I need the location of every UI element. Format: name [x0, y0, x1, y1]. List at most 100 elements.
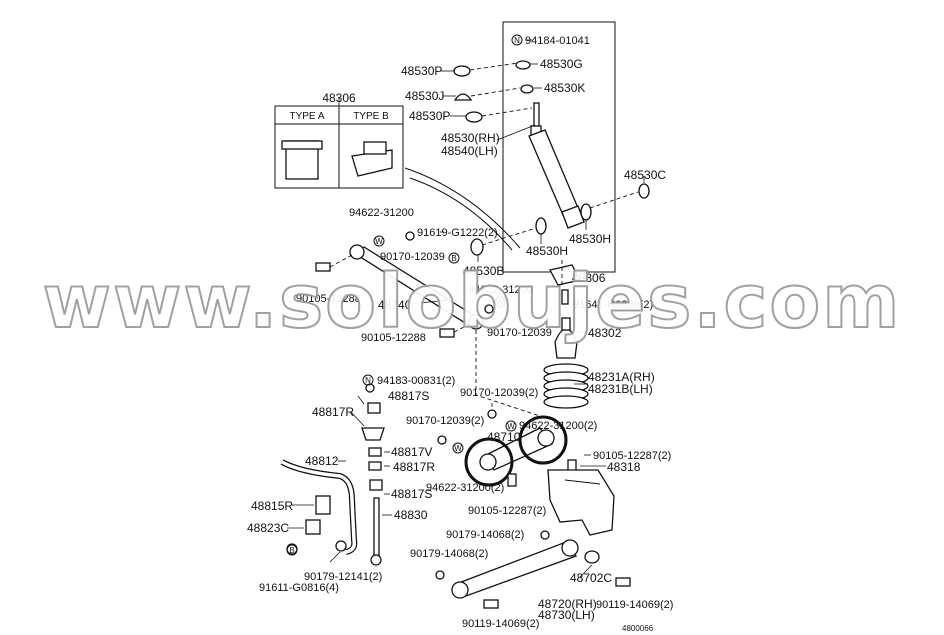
part-label: 48306 — [572, 271, 606, 285]
stabilizer-bar — [280, 459, 358, 555]
leader-lines — [287, 39, 645, 578]
part-label: 48823C — [247, 521, 289, 535]
part-label: 48702C — [570, 571, 612, 585]
bushing-48530h-left — [535, 217, 547, 235]
figure-code: 4800066 — [622, 624, 654, 633]
part-label: 48710 — [487, 430, 521, 444]
symbol-w-3 — [505, 420, 517, 432]
body-line — [404, 167, 521, 249]
part-label: 48302 — [588, 326, 622, 340]
symbol-w-4 — [452, 442, 464, 454]
part-label: 48812 — [305, 454, 339, 468]
symbols: N W B W N W W B — [286, 34, 523, 556]
symbol-w-1 — [373, 235, 385, 247]
part-label: 90170-12039(2) — [460, 387, 538, 399]
type-box-ref-label: 48306 — [322, 91, 356, 105]
symbol-w-text-4: W — [454, 444, 462, 453]
collar-48530k — [520, 84, 534, 94]
washer-48530c — [638, 183, 650, 199]
symbol-n-text-2: N — [365, 376, 371, 385]
part-label: 48530P — [409, 109, 450, 123]
part-label: 90179-14068(2) — [446, 529, 524, 541]
symbol-w-text-1: W — [375, 237, 383, 246]
symbol-n-1 — [511, 34, 523, 46]
part-label: 48530H — [569, 232, 611, 246]
part-label: 48817S — [388, 389, 429, 403]
part-label: 48530P — [401, 64, 442, 78]
lateral-rod-bushing-right — [468, 314, 484, 330]
part-label: 48830 — [394, 508, 428, 522]
part-label: 48318 — [607, 460, 641, 474]
part-label: 48815R — [251, 499, 293, 513]
part-label: 90105-12287(2) — [593, 450, 671, 462]
part-label: 90179-12141(2) — [304, 571, 382, 583]
part-label: 94622-31200 — [349, 207, 414, 219]
part-label: 90179-14068(2) — [410, 548, 488, 560]
cushion-48530j — [453, 93, 473, 101]
part-label: 91619-G1222(2) — [417, 227, 498, 239]
part-label: 91641-H0820(2) — [573, 299, 653, 311]
part-label: 94622-31200(2) — [519, 420, 597, 432]
part-label: 90170-12039(2) — [406, 415, 484, 427]
lateral-rod-bushing-left — [349, 244, 365, 260]
cushion-48530p-upper — [453, 65, 471, 77]
part-labels: 94184-01041 48530P 48530G 48530J 48530K … — [247, 35, 673, 633]
bracket-48817r — [361, 427, 385, 441]
symbol-b-1 — [448, 252, 460, 264]
nut-90170-12039-b — [487, 409, 497, 419]
washer-48530b — [470, 238, 484, 256]
part-label: 48530C — [624, 168, 666, 182]
stabilizer-link-48830 — [373, 497, 380, 559]
coil-spring — [543, 363, 589, 409]
part-label: 48817R — [393, 460, 435, 474]
part-label: 90105-12288 — [296, 293, 361, 305]
part-label: 48530K — [544, 81, 585, 95]
part-label: 90119-14069(2) — [596, 599, 673, 611]
bump-stopper-48306 — [549, 260, 581, 305]
part-label: 94183-00831(2) — [377, 375, 455, 387]
part-label: 90105-12288 — [361, 332, 426, 344]
watermark-text: www.solobujes.com — [43, 259, 902, 345]
type-a-label: TYPE A — [289, 111, 324, 122]
lateral-rod-48740 — [315, 231, 494, 338]
part-label: 48231B(LH) — [588, 382, 653, 396]
part-label: 91611-G0816(4) — [259, 582, 339, 594]
bushing-48817s-bottom — [369, 479, 383, 491]
part-label: 48530B — [463, 264, 504, 278]
stabilizer-bracket-48823c — [305, 519, 321, 535]
highlight-bushing-right — [518, 415, 568, 465]
symbol-n-2 — [362, 374, 374, 386]
part-label: 48530G — [540, 57, 583, 71]
type-b-label: TYPE B — [353, 111, 389, 122]
part-label: 48817R — [312, 405, 354, 419]
part-label: 90119-14069(2) — [462, 618, 539, 630]
symbol-w-text-2: W — [496, 298, 504, 307]
retainer-48530g — [515, 60, 531, 70]
symbol-b-text-1: B — [451, 254, 456, 263]
spring-bumper-48302 — [554, 328, 578, 359]
highlight-bushing-left — [464, 437, 514, 487]
part-label: 48740 — [378, 298, 412, 312]
part-label: 90170-12039 — [380, 251, 445, 263]
bushing-48702c — [584, 550, 600, 564]
axle-bracket-48318 — [547, 469, 615, 536]
symbol-w-2 — [494, 296, 506, 308]
cushion-48530p-lower — [465, 111, 483, 123]
part-label: 48817V — [391, 445, 432, 459]
part-label: 48730(LH) — [538, 608, 595, 622]
part-label: 90105-12287(2) — [468, 505, 546, 517]
symbol-b-text-2: B — [289, 546, 294, 555]
symbol-w-text-3: W — [507, 422, 515, 431]
part-label: 90170-12039 — [487, 327, 552, 339]
part-label: 48530H — [526, 244, 568, 258]
type-box — [274, 97, 404, 189]
part-label: 48530J — [405, 89, 444, 103]
bushing-48817r — [368, 461, 382, 471]
shock-mount-parts — [453, 60, 534, 123]
bushing-48530h-right — [580, 203, 592, 221]
part-label: 48817S — [391, 487, 432, 501]
lower-control-arm — [435, 530, 631, 609]
symbol-n-text-1: N — [514, 36, 520, 45]
